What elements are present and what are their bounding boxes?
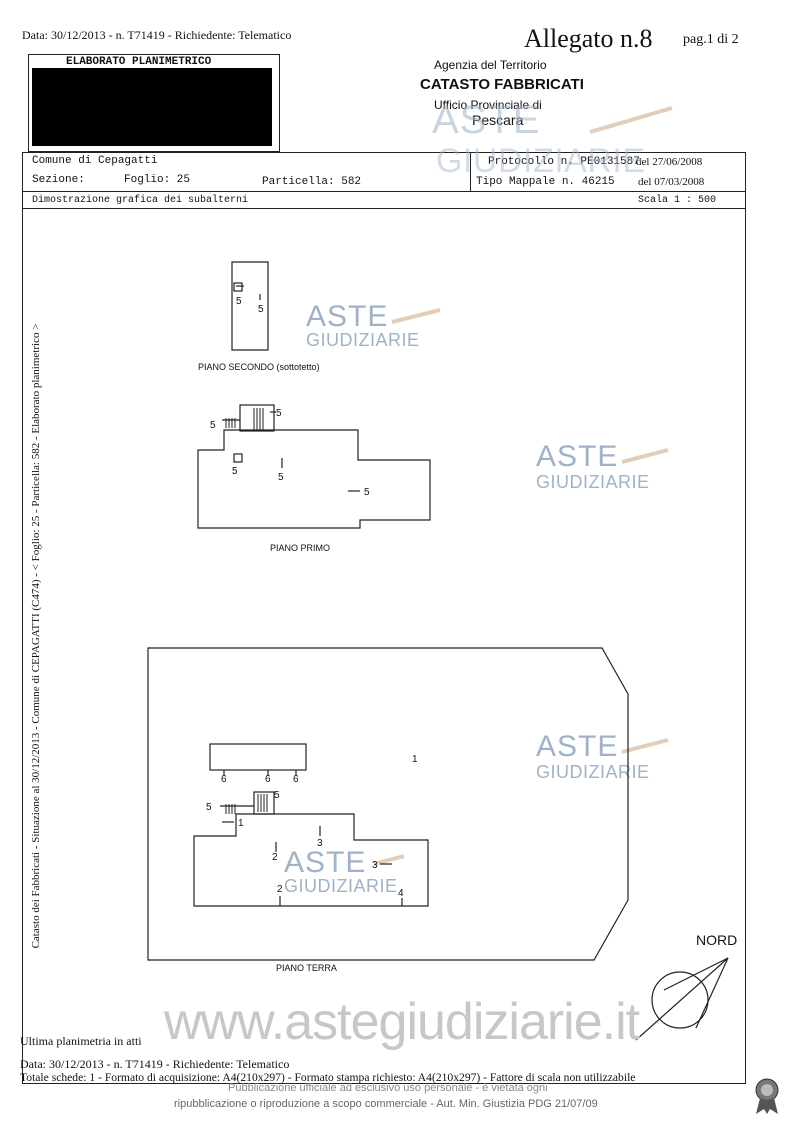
north-arrow-icon <box>635 957 729 1041</box>
svg-text:2: 2 <box>272 852 278 863</box>
watermark-giudiziarie: GIUDIZIARIE <box>536 762 650 782</box>
elaborato-title: ELABORATO PLANIMETRICO <box>66 56 212 68</box>
footer-date-line: Data: 30/12/2013 - n. T71419 - Richieden… <box>20 1057 290 1071</box>
svg-text:6: 6 <box>265 774 271 785</box>
tipo-mappale-date: del 07/03/2008 <box>638 176 705 188</box>
info-vertical-divider <box>470 152 471 191</box>
ufficio-label: Ufficio Provinciale di <box>434 98 542 112</box>
sezione-label: Sezione: <box>32 174 85 186</box>
svg-text:6: 6 <box>293 774 299 785</box>
dimostrazione-label: Dimostrazione grafica dei subalterni <box>32 195 249 206</box>
svg-text:5: 5 <box>364 487 370 498</box>
svg-text:3: 3 <box>317 838 323 849</box>
catasto-title: CATASTO FABBRICATI <box>420 76 584 93</box>
main-frame <box>22 152 746 1084</box>
svg-text:5: 5 <box>258 304 264 315</box>
svg-text:4: 4 <box>398 888 404 899</box>
tipo-mappale-label: Tipo Mappale n. 46215 <box>476 176 615 188</box>
svg-text:5: 5 <box>206 802 212 813</box>
particella-label: Particella: 582 <box>262 176 362 188</box>
stair-icon <box>233 282 244 292</box>
header-date-line: Data: 30/12/2013 - n. T71419 - Richieden… <box>22 28 292 42</box>
page-number: pag.1 di 2 <box>683 32 739 47</box>
footer-totale: Totale schede: 1 - Formato di acquisizio… <box>20 1071 636 1084</box>
svg-text:3: 3 <box>372 860 378 871</box>
watermark-aste: ASTE <box>536 730 619 763</box>
watermark-aste: ASTE <box>284 846 367 879</box>
city-name: Pescara <box>472 112 524 128</box>
protocollo-date: del 27/06/2008 <box>636 156 703 168</box>
watermark-aste: ASTE <box>536 440 619 473</box>
watermark-site-url: www.astegiudiziarie.it <box>164 993 640 1051</box>
svg-text:2: 2 <box>277 884 283 895</box>
svg-text:5: 5 <box>210 420 216 431</box>
nord-label: NORD <box>696 932 738 948</box>
watermark-aste: ASTE <box>306 300 389 333</box>
foglio-label: Foglio: 25 <box>124 174 191 186</box>
svg-text:1: 1 <box>412 754 418 765</box>
protocollo-label: Protocollo n. PE0131587 <box>488 156 640 168</box>
seal-icon <box>755 1078 779 1114</box>
footer-pub-line-2: ripubblicazione o riproduzione a scopo c… <box>174 1098 598 1110</box>
watermark-giudiziarie: GIUDIZIARIE <box>536 472 650 492</box>
svg-text:5: 5 <box>232 466 238 477</box>
svg-text:5: 5 <box>274 790 280 801</box>
watermark-giudiziarie: GIUDIZIARIE <box>306 330 420 350</box>
watermark-giudiziarie: GIUDIZIARIE <box>436 142 646 180</box>
svg-text:1: 1 <box>238 818 244 829</box>
footer-pub-line-1: Pubblicazione ufficiale ad esclusivo uso… <box>228 1082 548 1094</box>
gavel-icon <box>373 106 673 866</box>
floor-label-terra: PIANO TERRA <box>276 963 337 973</box>
watermark-giudiziarie: GIUDIZIARIE <box>284 876 398 896</box>
comune-label: Comune di Cepagatti <box>32 155 158 167</box>
agency-name: Agenzia del Territorio <box>434 58 547 72</box>
info-divider-2 <box>22 208 746 209</box>
ultima-planimetria: Ultima planimetria in atti <box>20 1034 142 1048</box>
allegato-label: Allegato n.8 <box>524 24 653 53</box>
redacted-block <box>32 68 272 146</box>
scala-label: Scala 1 : 500 <box>638 195 717 206</box>
svg-text:5: 5 <box>278 472 284 483</box>
floor-label-primo: PIANO PRIMO <box>270 543 331 553</box>
info-divider <box>22 191 746 192</box>
svg-text:5: 5 <box>276 408 282 419</box>
watermark-aste: ASTE <box>432 98 541 142</box>
svg-text:5: 5 <box>236 296 242 307</box>
elaborato-box <box>28 54 280 152</box>
floor-label-secondo: PIANO SECONDO (sottotetto) <box>198 362 320 372</box>
svg-text:6: 6 <box>221 774 227 785</box>
